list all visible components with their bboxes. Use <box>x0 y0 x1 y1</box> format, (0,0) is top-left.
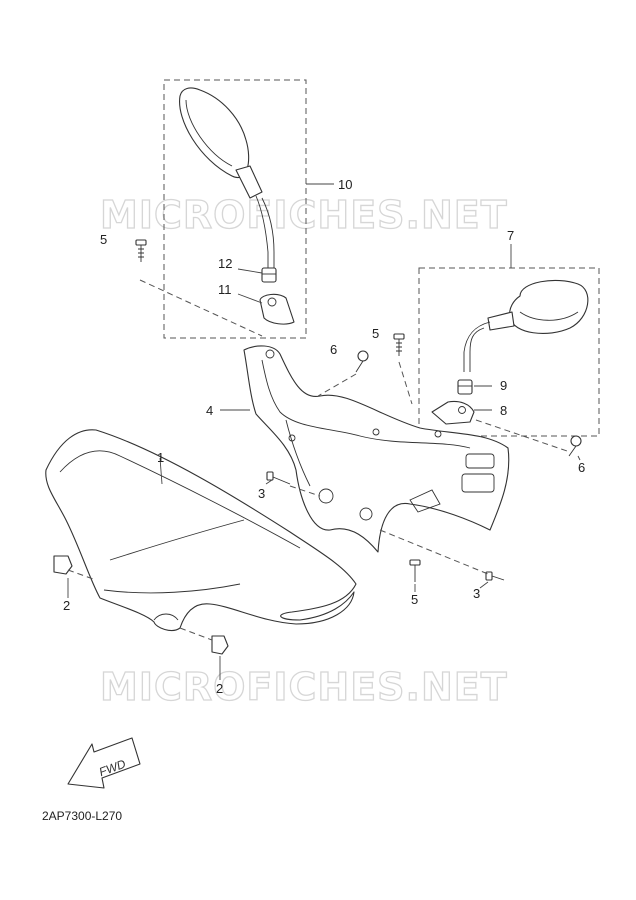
callout-2-upper: 2 <box>63 598 70 613</box>
callout-5-right: 5 <box>372 326 379 341</box>
mirror-nut-left <box>261 267 277 283</box>
screw-5-right <box>393 333 405 356</box>
callout-9: 9 <box>500 378 507 393</box>
callout-5-left: 5 <box>100 232 107 247</box>
watermark-top: MICROFICHES.NET <box>100 193 508 237</box>
mirror-left <box>179 87 275 268</box>
callout-8: 8 <box>500 403 507 418</box>
callout-6-right: 6 <box>578 460 585 475</box>
nut-2-upper <box>53 555 73 575</box>
front-cover <box>45 429 357 631</box>
screw-5-left <box>135 239 147 262</box>
screw-6-right <box>568 435 582 457</box>
screw-5-lower <box>409 559 421 582</box>
mirror-cover-right <box>431 400 475 425</box>
mirror-right <box>463 279 589 372</box>
leaders <box>67 183 581 680</box>
callout-6-upper: 6 <box>330 342 337 357</box>
callout-10: 10 <box>338 177 352 192</box>
assembly-lines <box>67 279 571 641</box>
callout-4: 4 <box>206 403 213 418</box>
callout-3-right: 3 <box>473 586 480 601</box>
nut-2-lower <box>211 635 229 655</box>
screw-3-right <box>485 571 505 581</box>
callout-12: 12 <box>218 256 232 271</box>
callout-3-left: 3 <box>258 486 265 501</box>
fwd-arrow-icon: FWD <box>67 737 141 789</box>
handlebar-cover <box>243 345 510 553</box>
callout-2-lower: 2 <box>216 681 223 696</box>
callout-5-lower: 5 <box>411 592 418 607</box>
callout-1: 1 <box>157 450 164 465</box>
mirror-nut-right <box>457 379 473 395</box>
watermark-bottom: MICROFICHES.NET <box>100 665 508 709</box>
diagram-code: 2AP7300-L270 <box>42 809 122 823</box>
mirror-right-group-box <box>418 267 600 437</box>
screw-3-left <box>266 471 291 485</box>
mirror-cover-left <box>259 293 295 325</box>
callout-7: 7 <box>507 228 514 243</box>
callout-11: 11 <box>218 282 232 297</box>
mirror-left-group-box <box>163 79 307 339</box>
screw-6-upper <box>355 350 369 373</box>
